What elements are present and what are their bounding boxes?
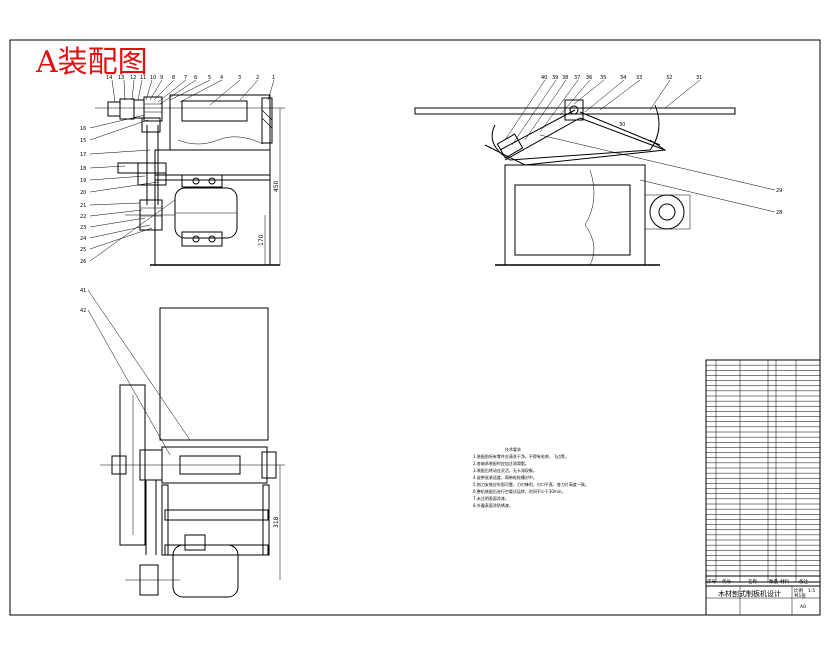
part-label: 19	[80, 178, 86, 184]
note-line: 7.未注明表面涂漆。	[473, 495, 509, 501]
parts-list	[705, 359, 821, 583]
header-col: 代号	[722, 578, 731, 585]
part-label: 35	[600, 75, 606, 81]
sheet-number: A0	[800, 604, 806, 610]
dimension-label: 450	[273, 180, 280, 192]
note-line: 8.外露表面涂防锈漆。	[473, 502, 513, 508]
part-label: 17	[80, 152, 86, 158]
part-label: 41	[80, 288, 86, 294]
part-label: 7	[184, 75, 187, 81]
part-label: 31	[696, 75, 702, 81]
part-label: 13	[118, 75, 124, 81]
note-line: 1.装配前所有零件应清洗干净，不得有毛刺、飞边等。	[473, 453, 569, 459]
header-col: 名称	[748, 578, 757, 585]
scale-label: 比例	[794, 587, 803, 594]
part-label: 22	[80, 214, 86, 220]
title-block: 木材刨式制板机设计 比例 1:5 共1张 A0	[705, 585, 821, 616]
part-label: 18	[80, 166, 86, 172]
part-label: 14	[106, 75, 112, 81]
part-label: 3	[238, 75, 241, 81]
side-view	[414, 79, 776, 266]
part-label: 1	[272, 75, 275, 81]
front-view	[95, 79, 285, 266]
part-label: 36	[586, 75, 592, 81]
sheet-border	[9, 39, 821, 616]
part-label: 37	[574, 75, 580, 81]
part-label: 20	[80, 190, 86, 196]
part-label: 8	[172, 75, 175, 81]
side-view-labels: 40 39 38 37 36 35 34 33 32 31 29 28 30	[541, 75, 782, 216]
header-col: 材料	[780, 578, 789, 585]
part-label: 12	[130, 75, 136, 81]
part-label: 10	[150, 75, 156, 81]
part-label: 16	[80, 126, 86, 132]
parts-list-header: 序号 代号 名称 数量 材料 备注	[705, 575, 821, 587]
dimension-label: 318	[273, 516, 280, 528]
part-label: 33	[636, 75, 642, 81]
header-col: 数量	[769, 578, 778, 585]
part-label: 30	[619, 122, 625, 128]
scale-value: 1:5	[808, 588, 815, 594]
part-label: 6	[194, 75, 197, 81]
part-label: 40	[541, 75, 547, 81]
header-col: 备注	[799, 578, 808, 585]
part-label: 32	[666, 75, 672, 81]
part-label: 38	[562, 75, 568, 81]
header-col: 序号	[707, 578, 716, 585]
dimension-label: 170	[258, 234, 265, 246]
part-label: 9	[160, 75, 163, 81]
note-line: 4.皮带张紧适度，两带轮轮槽对中。	[473, 474, 537, 480]
drawing-name: 木材刨式制板机设计	[718, 589, 781, 598]
front-view-left-labels: 16 15 17 18 19 20 21 22 23 24 25 26	[80, 114, 176, 265]
note-line: 5.刨刀安装应牢固可靠，刀刃锋利，刃口平直，各刀片高度一致。	[473, 481, 589, 487]
part-label: 25	[80, 247, 86, 253]
part-label: 42	[80, 308, 86, 314]
part-label: 28	[776, 210, 782, 216]
part-label: 24	[80, 236, 86, 242]
part-label: 26	[80, 259, 86, 265]
part-label: 34	[620, 75, 626, 81]
technical-notes: 技术要求 1.装配前所有零件应清洗干净，不得有毛刺、飞边等。 2.各轴承装配时应…	[473, 446, 589, 508]
top-view	[87, 289, 285, 598]
part-label: 11	[140, 75, 146, 81]
part-label: 39	[552, 75, 558, 81]
part-label: 21	[80, 203, 86, 209]
sheet-count: 共1张	[794, 592, 806, 599]
part-label: 5	[208, 75, 211, 81]
notes-heading: 技术要求	[505, 446, 521, 452]
note-line: 2.各轴承装配时应加注润滑脂。	[473, 460, 529, 466]
note-line: 6.整机装配后进行空载试运转，时间不少于30min。	[473, 488, 565, 494]
drawing-title: A装配图	[35, 45, 148, 80]
part-label: 23	[80, 225, 86, 231]
part-label: 29	[776, 188, 782, 194]
part-label: 2	[256, 75, 259, 81]
front-view-top-labels: 14 13 12 11 10 9 8 7 6 5 4 3 2 1	[106, 75, 275, 81]
note-line: 3.装配后转动应灵活，无卡滞现象。	[473, 467, 537, 473]
part-label: 15	[80, 138, 86, 144]
part-label: 4	[220, 75, 223, 81]
